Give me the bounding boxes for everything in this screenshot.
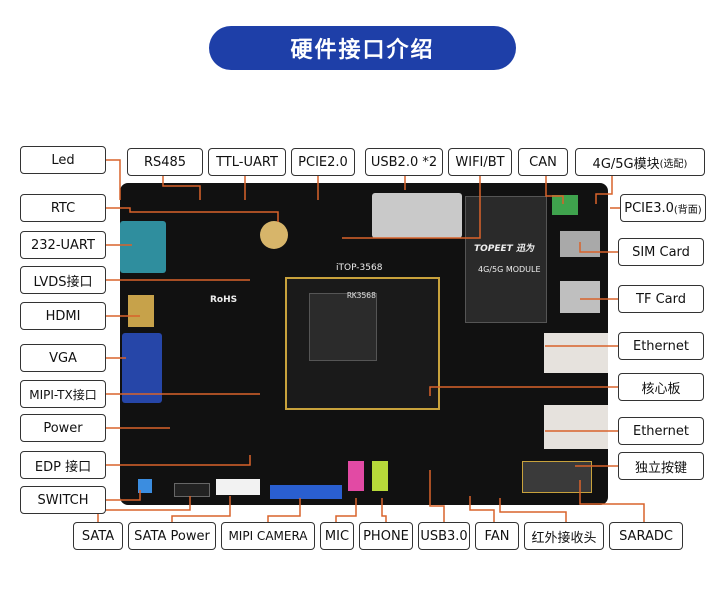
db9-connector — [120, 221, 166, 273]
label-ir-rx: 红外接收头 — [524, 522, 604, 550]
label-led: Led — [20, 146, 106, 174]
ethernet-port-1 — [544, 333, 608, 373]
label-pcie30: PCIE3.0(背面) — [620, 194, 706, 222]
4g5g-module: TOPEET 迅为 4G/5G MODULE — [465, 196, 547, 323]
sim-card-slot — [560, 231, 600, 257]
rohs-silk: RoHS — [210, 295, 237, 305]
mic-jack — [348, 461, 364, 491]
soc-chip — [309, 293, 377, 361]
label-pcie30-note: (背面) — [674, 201, 702, 216]
can-terminal — [552, 195, 578, 215]
ethernet-port-2 — [544, 405, 608, 449]
label-4g5g-main: 4G/5G模块 — [593, 153, 660, 172]
label-vga: VGA — [20, 344, 106, 372]
vga-connector — [122, 333, 162, 403]
label-4g5g: 4G/5G模块(选配) — [575, 148, 705, 176]
label-ethernet-1: Ethernet — [618, 332, 704, 360]
label-mipi-camera: MIPI CAMERA — [221, 522, 315, 550]
label-power: Power — [20, 414, 106, 442]
label-core-board: 核心板 — [618, 373, 704, 401]
label-sata: SATA — [73, 522, 123, 550]
label-saradc: SARADC — [609, 522, 683, 550]
label-usb20: USB2.0 *2 — [365, 148, 443, 176]
sata-connector — [174, 483, 210, 497]
rtc-battery — [260, 221, 288, 249]
label-ind-key: 独立按键 — [618, 452, 704, 480]
key-buttons — [522, 461, 592, 493]
label-mic: MIC — [320, 522, 354, 550]
page-title: 硬件接口介绍 — [209, 26, 516, 70]
label-fan: FAN — [475, 522, 519, 550]
label-tf-card: TF Card — [618, 285, 704, 313]
label-4g5g-note: (选配) — [660, 155, 688, 170]
label-sata-power: SATA Power — [128, 522, 216, 550]
label-switch: SWITCH — [20, 486, 106, 514]
sata-power-connector — [216, 479, 260, 495]
label-ttl-uart: TTL-UART — [208, 148, 286, 176]
label-rs485: RS485 — [127, 148, 203, 176]
label-phone: PHONE — [359, 522, 413, 550]
label-edp: EDP 接口 — [20, 451, 106, 479]
label-hdmi: HDMI — [20, 302, 106, 330]
power-switch — [138, 479, 152, 493]
label-232-uart: 232-UART — [20, 231, 106, 259]
core-board-image: RK3568 — [285, 277, 440, 410]
label-rtc: RTC — [20, 194, 106, 222]
soc-silk: RK3568 — [347, 291, 376, 300]
phone-jack — [372, 461, 388, 491]
board-model-silk: iTOP-3568 — [336, 263, 382, 273]
label-wifi-bt: WIFI/BT — [448, 148, 512, 176]
mipi-camera-header — [270, 485, 342, 499]
hdmi-connector — [128, 295, 154, 327]
label-can: CAN — [518, 148, 568, 176]
label-pcie30-main: PCIE3.0 — [624, 201, 674, 216]
label-usb30: USB3.0 — [418, 522, 470, 550]
label-lvds: LVDS接口 — [20, 266, 106, 294]
tf-card-slot — [560, 281, 600, 313]
usb20-ports — [372, 193, 462, 238]
module-silk: 4G/5G MODULE — [478, 265, 541, 274]
label-mipi-tx: MIPI-TX接口 — [20, 380, 106, 408]
label-sim-card: SIM Card — [618, 238, 704, 266]
label-ethernet-2: Ethernet — [618, 417, 704, 445]
brand-silk: TOPEET 迅为 — [474, 241, 534, 254]
label-pcie20: PCIE2.0 — [291, 148, 355, 176]
